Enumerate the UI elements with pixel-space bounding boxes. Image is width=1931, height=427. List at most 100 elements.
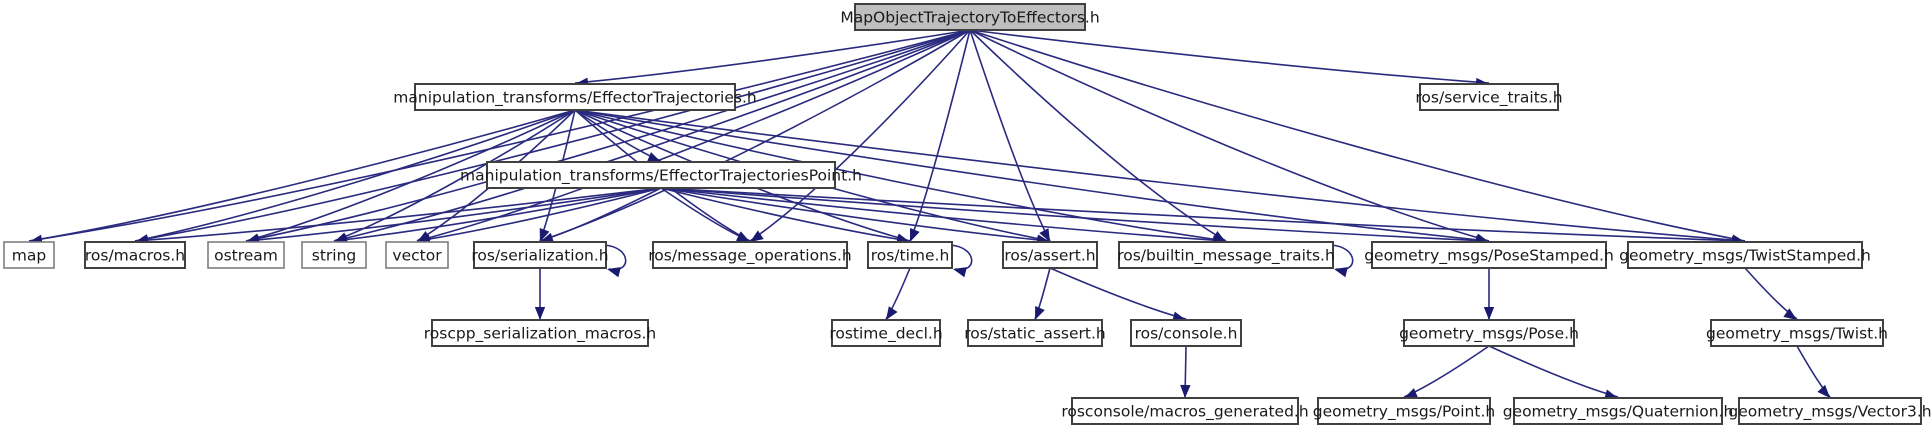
- node-box[interactable]: [1513, 397, 1723, 425]
- node-geometry-msgs-twist-h[interactable]: geometry_msgs/Twist.h: [1706, 319, 1888, 347]
- node-vector[interactable]: vector: [385, 241, 449, 269]
- node-box[interactable]: [1710, 319, 1884, 347]
- node-box[interactable]: [1118, 241, 1334, 269]
- edge-mapobjecttrajectorytoeffectors-h-to-ros-builtin-message-traits-h: [969, 29, 1227, 242]
- node-rosconsole-macros-generated-h[interactable]: rosconsole/macros_generated.h: [1061, 397, 1309, 425]
- edge-manipulation-transforms-effectortrajectoriespoint-h-to-ros-message-operations-h: [660, 187, 751, 242]
- node-ros-time-h[interactable]: ros/time.h: [867, 241, 953, 269]
- node-geometry-msgs-point-h[interactable]: geometry_msgs/Point.h: [1313, 397, 1495, 425]
- edge-arrowhead: [647, 152, 661, 162]
- node-label: geometry_msgs/Quaternion.h: [1503, 403, 1734, 422]
- node-box[interactable]: [854, 3, 1086, 31]
- edge-arrowhead: [1783, 308, 1797, 320]
- node-rostime-decl-h[interactable]: rostime_decl.h: [829, 319, 943, 347]
- edge-ros-time-h-to-ros-time-h: [949, 244, 973, 278]
- node-box[interactable]: [831, 319, 941, 347]
- node-box[interactable]: [867, 241, 953, 269]
- edge-manipulation-transforms-effectortrajectoriespoint-h-to-ros-assert-h: [660, 187, 1051, 246]
- node-box[interactable]: [1403, 319, 1575, 347]
- node-label: ostream: [214, 247, 278, 265]
- edge-mapobjecttrajectorytoeffectors-h-to-ros-assert-h: [969, 29, 1051, 242]
- node-box[interactable]: [414, 83, 736, 111]
- node-label: rostime_decl.h: [829, 325, 942, 344]
- edge-ros-console-h-to-rosconsole-macros-generated-h: [1180, 345, 1191, 398]
- node-box[interactable]: [1738, 397, 1922, 425]
- edge-arrowhead: [886, 306, 898, 320]
- node-label: geometry_msgs/Twist.h: [1706, 325, 1888, 344]
- node-geometry-msgs-posestamped-h[interactable]: geometry_msgs/PoseStamped.h: [1364, 241, 1614, 269]
- node-box[interactable]: [1002, 241, 1098, 269]
- node-label: ros/service_traits.h: [1415, 89, 1562, 108]
- node-box[interactable]: [1130, 319, 1242, 347]
- node-ros-message-operations-h[interactable]: ros/message_operations.h: [648, 241, 852, 269]
- node-layer: MapObjectTrajectoryToEffectors.h manipula…: [3, 3, 1931, 425]
- node-box[interactable]: [1627, 241, 1863, 269]
- edge-arrowhead: [750, 230, 764, 242]
- node-box[interactable]: [1371, 241, 1607, 269]
- node-box[interactable]: [1317, 397, 1491, 425]
- node-box[interactable]: [1071, 397, 1299, 425]
- node-ostream[interactable]: ostream: [207, 241, 285, 269]
- node-geometry-msgs-vector3-h[interactable]: geometry_msgs/Vector3.h: [1728, 397, 1931, 425]
- edge-mapobjecttrajectorytoeffectors-h-to-manipulation-transforms-effectortrajectories-h: [574, 29, 971, 88]
- node-box[interactable]: [3, 241, 55, 269]
- node-label: ros/macros.h: [85, 247, 185, 265]
- edge-geometry-msgs-posestamped-h-to-geometry-msgs-pose-h: [1483, 267, 1495, 320]
- edge-arrowhead: [1039, 228, 1050, 242]
- node-ros-service-traits-h[interactable]: ros/service_traits.h: [1415, 83, 1563, 111]
- edge-arrowhead: [1334, 267, 1348, 278]
- node-label: geometry_msgs/TwistStamped.h: [1619, 247, 1871, 266]
- edge-ros-assert-h-to-ros-static-assert-h: [1034, 267, 1051, 320]
- edge-arrowhead: [607, 267, 621, 278]
- node-geometry-msgs-pose-h[interactable]: geometry_msgs/Pose.h: [1399, 319, 1579, 347]
- edge-arrowhead: [1483, 307, 1495, 320]
- edge-ros-assert-h-to-ros-console-h: [1049, 267, 1187, 322]
- node-label: MapObjectTrajectoryToEffectors.h: [840, 9, 1099, 27]
- edge-arrowhead: [1035, 305, 1045, 320]
- node-box[interactable]: [486, 161, 836, 189]
- node-roscpp-serialization-macros-h[interactable]: roscpp_serialization_macros.h: [424, 319, 656, 347]
- node-box[interactable]: [1419, 83, 1559, 111]
- node-box[interactable]: [967, 319, 1103, 347]
- node-label: ros/message_operations.h: [648, 247, 851, 266]
- node-box[interactable]: [301, 241, 367, 269]
- node-box[interactable]: [207, 241, 285, 269]
- node-ros-assert-h[interactable]: ros/assert.h: [1002, 241, 1098, 269]
- node-string[interactable]: string: [301, 241, 367, 269]
- node-label: ros/static_assert.h: [964, 325, 1106, 344]
- node-ros-static-assert-h[interactable]: ros/static_assert.h: [964, 319, 1106, 347]
- node-box[interactable]: [84, 241, 186, 269]
- node-label: ros/builtin_message_traits.h: [1117, 247, 1335, 266]
- node-label: geometry_msgs/Pose.h: [1399, 325, 1579, 344]
- edge-ros-builtin-message-traits-h-to-ros-builtin-message-traits-h: [1330, 244, 1354, 278]
- edge-manipulation-transforms-effectortrajectories-h-to-manipulation-transforms-effectortrajectoriespoint-h: [574, 109, 662, 162]
- edge-geometry-msgs-pose-h-to-geometry-msgs-point-h: [1403, 345, 1490, 398]
- node-ros-console-h[interactable]: ros/console.h: [1130, 319, 1242, 347]
- node-label: ros/console.h: [1135, 325, 1238, 343]
- node-label: ros/time.h: [871, 247, 950, 265]
- node-ros-builtin-message-traits-h[interactable]: ros/builtin_message_traits.h: [1117, 241, 1335, 269]
- node-geometry-msgs-quaternion-h[interactable]: geometry_msgs/Quaternion.h: [1503, 397, 1734, 425]
- node-ros-serialization-h[interactable]: ros/serialization.h: [471, 241, 609, 269]
- node-mapobjecttrajectorytoeffectors-h[interactable]: MapObjectTrajectoryToEffectors.h: [840, 3, 1100, 31]
- node-box[interactable]: [431, 319, 649, 347]
- node-box[interactable]: [473, 241, 607, 269]
- node-box[interactable]: [652, 241, 848, 269]
- node-label: geometry_msgs/PoseStamped.h: [1364, 247, 1614, 266]
- node-map[interactable]: map: [3, 241, 55, 269]
- edge-arrowhead: [534, 307, 546, 320]
- node-label: rosconsole/macros_generated.h: [1061, 403, 1308, 422]
- node-label: roscpp_serialization_macros.h: [424, 325, 656, 344]
- edge-mapobjecttrajectorytoeffectors-h-to-ros-service-traits-h: [969, 29, 1490, 89]
- edge-mapobjecttrajectorytoeffectors-h-to-ros-time-h: [909, 29, 971, 242]
- edge-mapobjecttrajectorytoeffectors-h-to-geometry-msgs-twiststamped-h: [969, 29, 1746, 245]
- edge-ros-serialization-h-to-roscpp-serialization-macros-h: [534, 268, 546, 320]
- node-geometry-msgs-twiststamped-h[interactable]: geometry_msgs/TwistStamped.h: [1619, 241, 1871, 269]
- node-ros-macros-h[interactable]: ros/macros.h: [84, 241, 186, 269]
- edge-geometry-msgs-twiststamped-h-to-geometry-msgs-twist-h: [1744, 267, 1798, 320]
- edge-geometry-msgs-twist-h-to-geometry-msgs-vector3-h: [1796, 345, 1831, 398]
- node-label: geometry_msgs/Vector3.h: [1728, 403, 1931, 422]
- node-manipulation-transforms-effectortrajectoriespoint-h[interactable]: manipulation_transforms/EffectorTrajecto…: [460, 161, 862, 189]
- node-box[interactable]: [385, 241, 449, 269]
- node-manipulation-transforms-effectortrajectories-h[interactable]: manipulation_transforms/EffectorTrajecto…: [393, 83, 757, 111]
